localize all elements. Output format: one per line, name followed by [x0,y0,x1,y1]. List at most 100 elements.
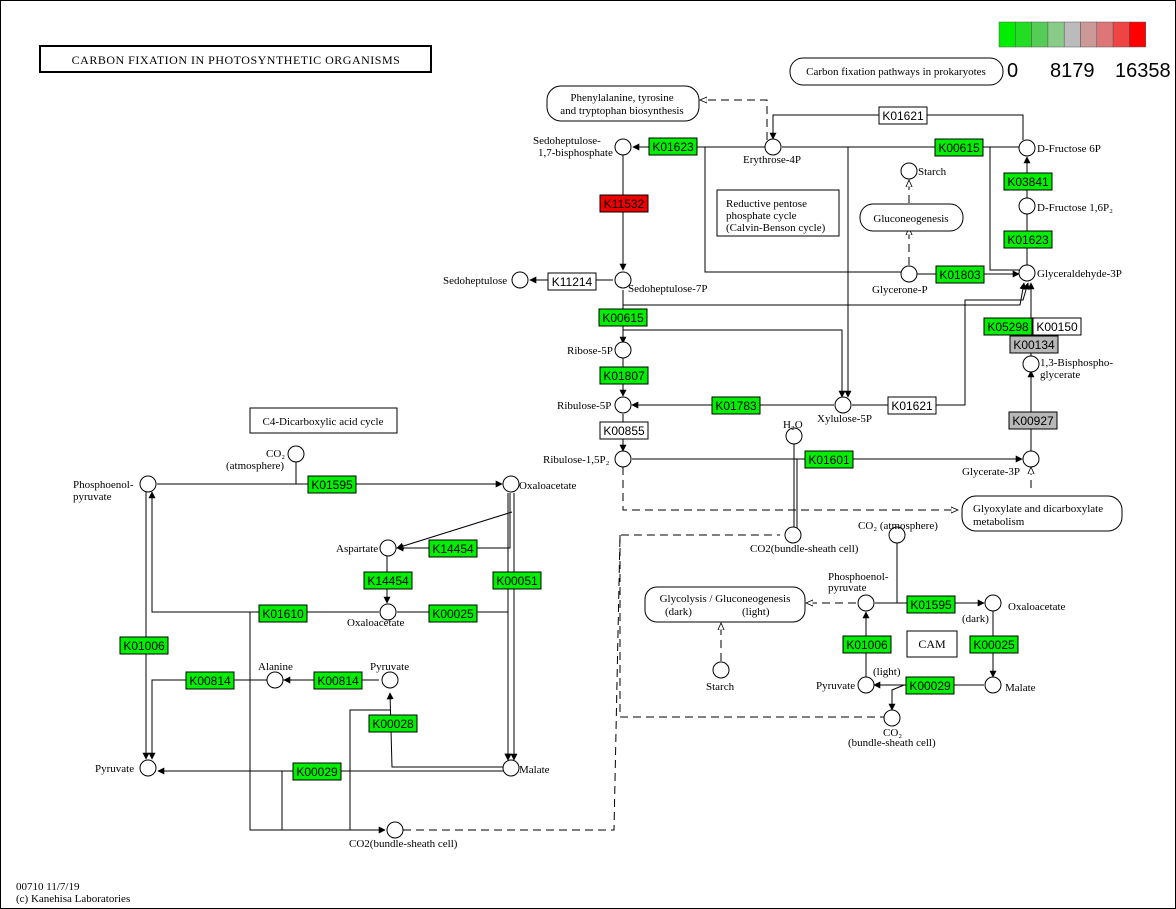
node-co2-bundle-sheath-mid[interactable] [784,526,802,544]
node-co2-atmosphere-cam[interactable] [888,526,906,544]
enzyme-box[interactable] [648,137,698,156]
node-malate-cam[interactable] [984,676,1002,694]
enzyme-k14454[interactable]: K14454 [428,539,478,558]
enzyme-box[interactable] [1032,317,1082,336]
node-pyruvate-left[interactable] [139,759,157,777]
node-ribulose-5p[interactable] [614,396,632,414]
node-ribulose-bisphosphate[interactable] [614,450,632,468]
enzyme-box[interactable] [492,571,542,590]
enzyme-box[interactable] [368,714,418,733]
enzyme-box[interactable] [1003,172,1053,191]
node-xylulose-5p[interactable] [834,396,852,414]
node-glyceraldehyde-3p[interactable] [1018,264,1036,282]
node-pyruvate-cam[interactable] [857,676,875,694]
enzyme-box[interactable] [935,265,985,284]
node-fructose-bisphosphate[interactable] [1018,197,1036,215]
enzyme-k01623[interactable]: K01623 [1003,230,1053,249]
node-sedoheptulose-bisphosphate[interactable] [614,138,632,156]
node-oxaloacetate[interactable] [502,475,520,493]
enzyme-k00814[interactable]: K00814 [185,671,235,690]
node-aspartate[interactable] [379,539,397,557]
map-gluconeogenesis[interactable]: Gluconeogenesis [859,203,964,232]
node-phosphoenolpyruvate[interactable] [139,475,157,493]
node-sedoheptulose[interactable] [511,271,529,289]
node-ribose-5p[interactable] [614,341,632,359]
enzyme-box[interactable] [905,676,955,695]
enzyme-k01006[interactable]: K01006 [119,636,169,655]
enzyme-k01601[interactable]: K01601 [804,450,854,469]
enzyme-k00855[interactable]: K00855 [599,421,649,440]
enzyme-box[interactable] [1003,230,1053,249]
node-malate[interactable] [502,759,520,777]
node-co2-bundle-sheath-bottom[interactable] [386,821,404,839]
enzyme-k01783[interactable]: K01783 [711,396,761,415]
enzyme-k11214[interactable]: K11214 [547,272,597,291]
enzyme-k00028[interactable]: K00028 [368,714,418,733]
enzyme-box[interactable] [428,539,478,558]
node-erythrose-4p[interactable] [764,138,782,156]
enzyme-box[interactable] [969,635,1019,654]
enzyme-k00615[interactable]: K00615 [934,138,984,157]
enzyme-box[interactable] [599,366,649,385]
enzyme-box[interactable] [119,636,169,655]
enzyme-box[interactable] [887,396,937,415]
node-co2-cam[interactable] [883,709,901,727]
node-glycerone-p[interactable] [900,265,918,283]
enzyme-k00150[interactable]: K00150 [1032,317,1082,336]
enzyme-box[interactable] [598,308,648,327]
enzyme-k01006[interactable]: K01006 [842,635,892,654]
enzyme-box[interactable] [313,671,363,690]
enzyme-k01803[interactable]: K01803 [935,265,985,284]
node-h2o[interactable] [785,427,803,445]
map-prokaryotes[interactable]: Carbon fixation pathways in prokaryotes [789,57,1004,86]
map-glyoxylate[interactable]: Glyoxylate and dicarboxylate metabolism [961,495,1123,532]
node-glycerate-3p[interactable] [1022,450,1040,468]
enzyme-k14454[interactable]: K14454 [363,571,413,590]
enzyme-box[interactable] [934,138,984,157]
enzyme-box[interactable] [185,671,235,690]
enzyme-k00051[interactable]: K00051 [492,571,542,590]
enzyme-k00025[interactable]: K00025 [428,604,478,623]
enzyme-box[interactable] [711,396,761,415]
enzyme-k03841[interactable]: K03841 [1003,172,1053,191]
enzyme-box[interactable] [878,106,928,125]
node-alanine[interactable] [266,671,284,689]
node-pyruvate-mid[interactable] [381,671,399,689]
enzyme-box[interactable] [363,571,413,590]
enzyme-k00927[interactable]: K00927 [1008,411,1058,430]
enzyme-k00029[interactable]: K00029 [905,676,955,695]
enzyme-box[interactable] [599,421,649,440]
node-pep-cam[interactable] [857,594,875,612]
map-glycolysis[interactable]: Glycolysis / Gluconeogenesis (dark) (lig… [644,586,806,623]
enzyme-k01610[interactable]: K01610 [258,604,308,623]
enzyme-k11532[interactable]: K11532 [599,194,649,213]
enzyme-box[interactable] [983,317,1033,336]
node-starch-bottom[interactable] [712,661,730,679]
enzyme-k00814[interactable]: K00814 [313,671,363,690]
node-bisphosphoglycerate[interactable] [1022,355,1040,373]
enzyme-box[interactable] [842,635,892,654]
enzyme-k01807[interactable]: K01807 [599,366,649,385]
node-oxaloacetate-cam[interactable] [984,594,1002,612]
enzyme-box[interactable] [1009,335,1059,354]
node-fructose-6p[interactable] [1018,139,1036,157]
enzyme-k00025[interactable]: K00025 [969,635,1019,654]
enzyme-box[interactable] [906,595,956,614]
enzyme-k01621[interactable]: K01621 [878,106,928,125]
enzyme-k01621[interactable]: K01621 [887,396,937,415]
map-phenylalanine[interactable]: Phenylalanine, tyrosine and tryptophan b… [546,85,700,122]
enzyme-k01623[interactable]: K01623 [648,137,698,156]
node-co2-atmosphere[interactable] [287,445,305,463]
enzyme-box[interactable] [1008,411,1058,430]
node-starch-top[interactable] [900,162,918,180]
node-oxaloacetate-2[interactable] [379,603,397,621]
enzyme-box[interactable] [804,450,854,469]
enzyme-box[interactable] [599,194,649,213]
enzyme-k00615[interactable]: K00615 [598,308,648,327]
enzyme-box[interactable] [258,604,308,623]
enzyme-k01595[interactable]: K01595 [307,475,357,494]
enzyme-k05298[interactable]: K05298 [983,317,1033,336]
enzyme-box[interactable] [428,604,478,623]
enzyme-box[interactable] [547,272,597,291]
enzyme-k01595[interactable]: K01595 [906,595,956,614]
